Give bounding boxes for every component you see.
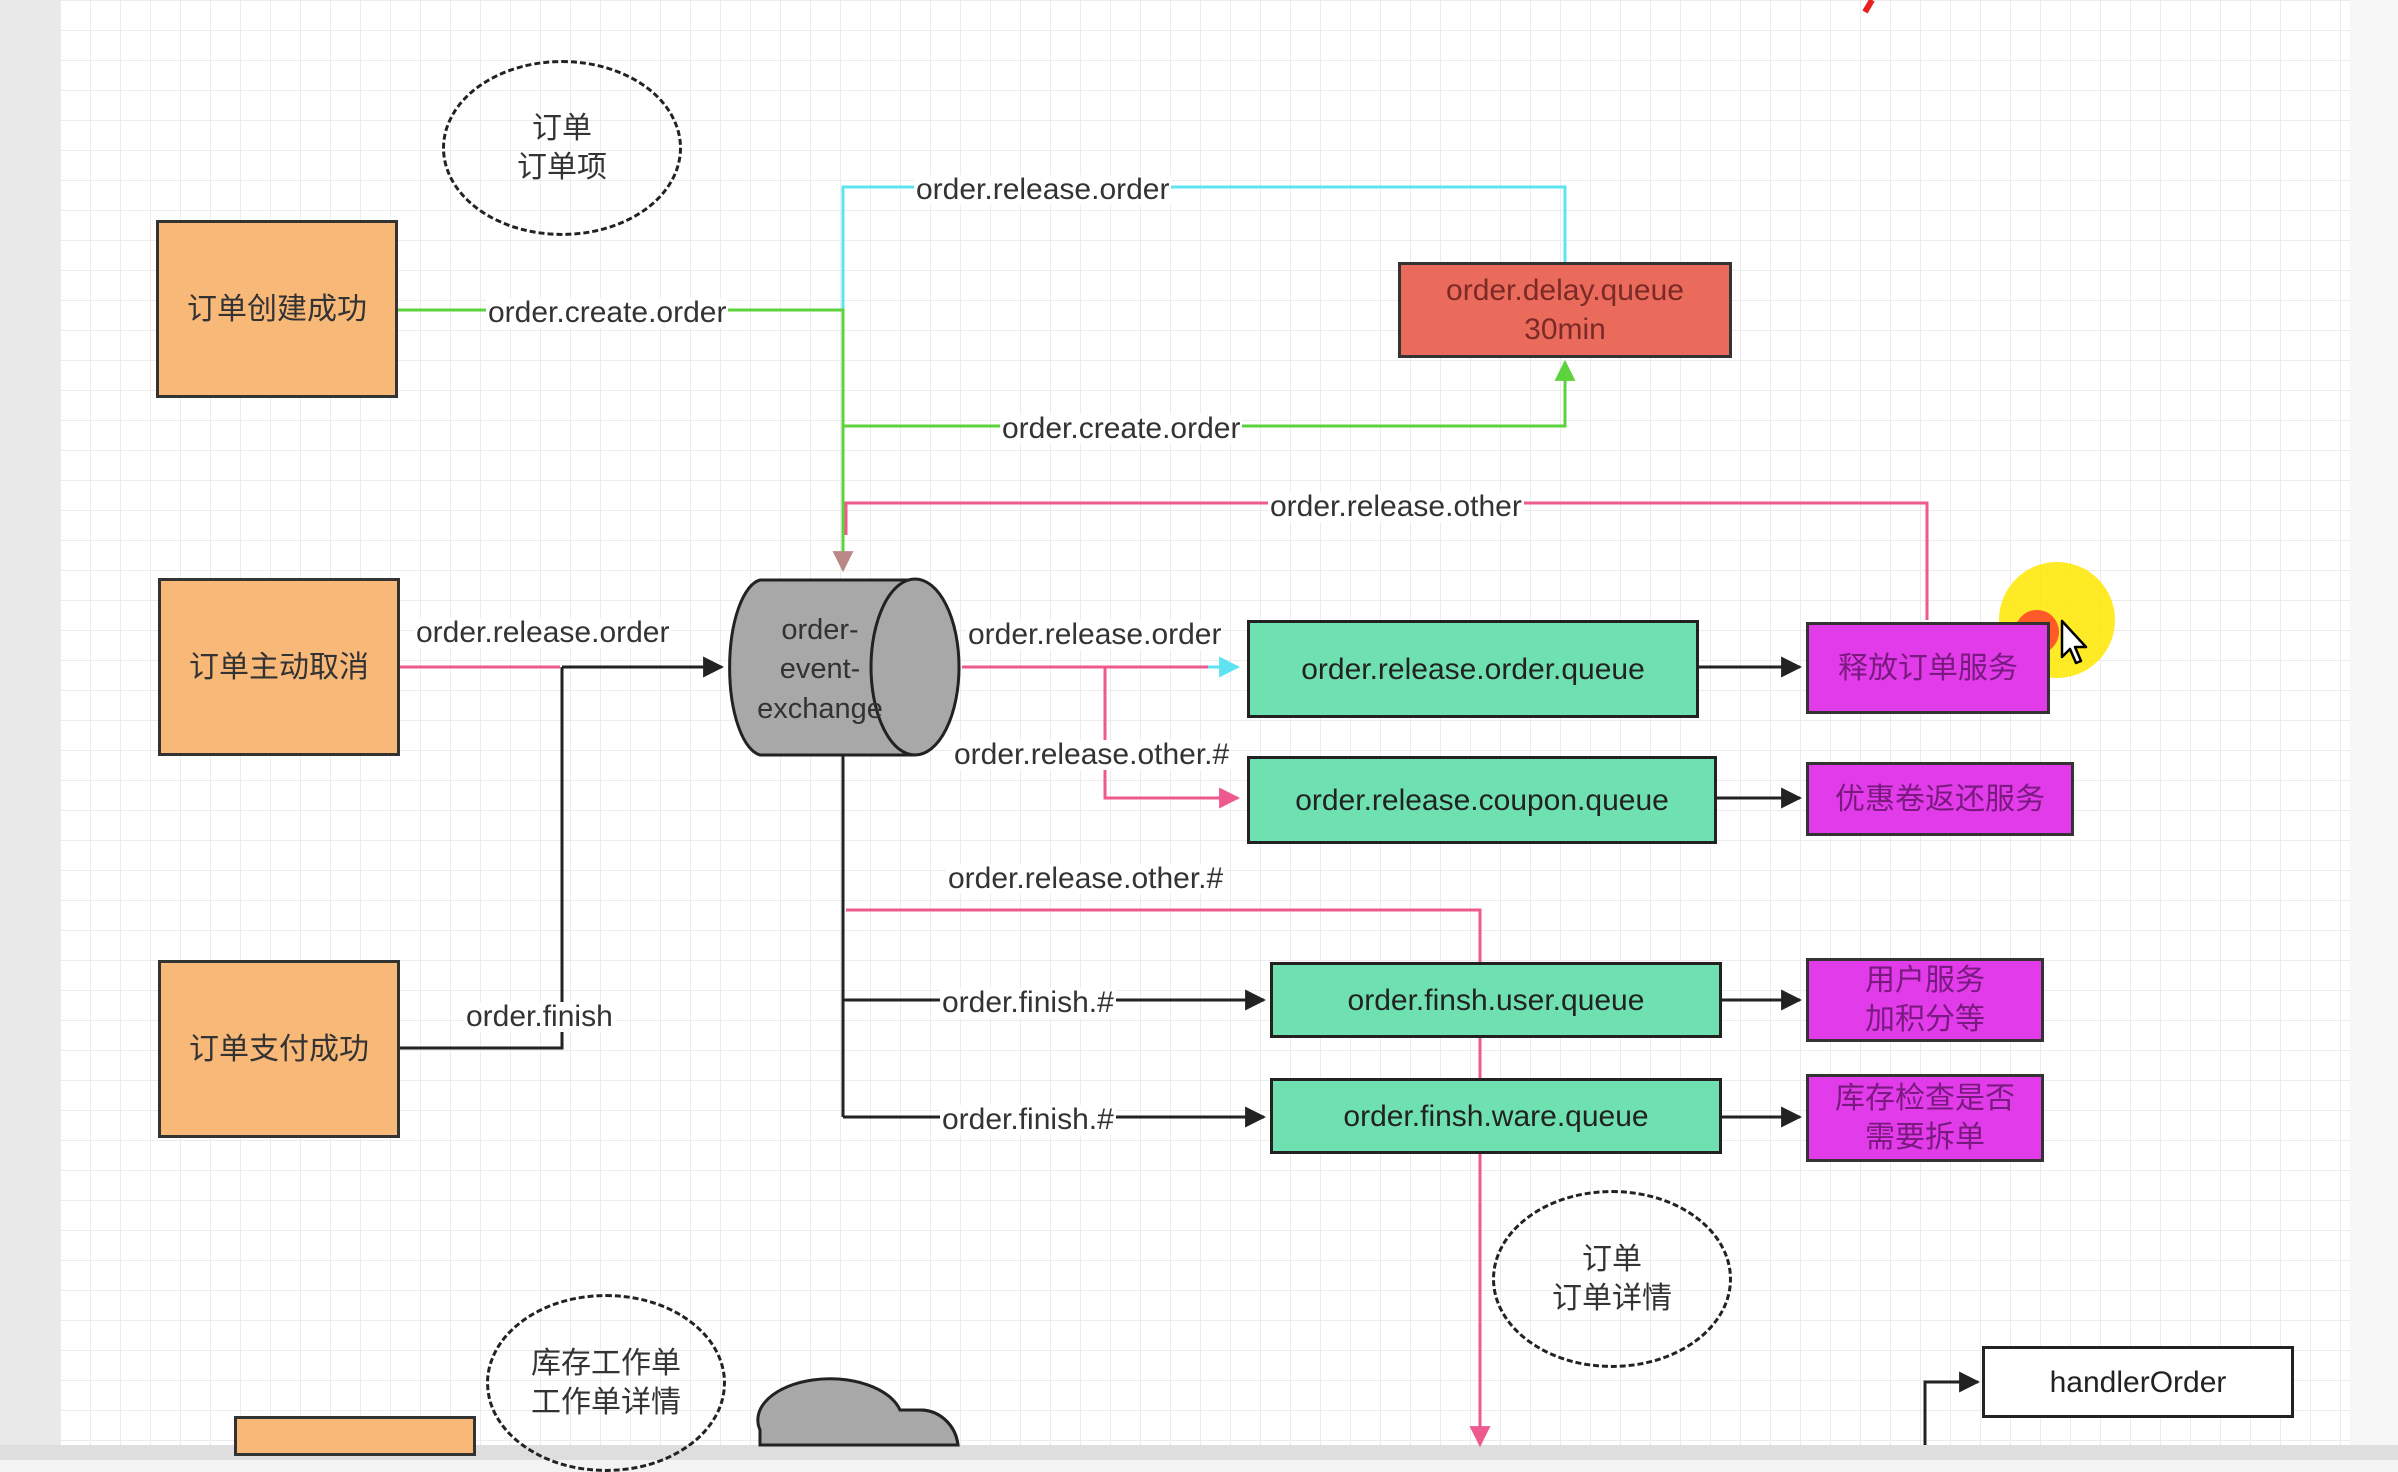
handler-order-node[interactable]: handlerOrder bbox=[1982, 1346, 2294, 1418]
exchange-label: order- event- exchange bbox=[757, 614, 883, 725]
label-finish-user: order.finish.# bbox=[940, 986, 1116, 1019]
note-stock-ticket: 库存工作单 工作单详情 bbox=[486, 1294, 726, 1472]
release-coupon-queue-node[interactable]: order.release.coupon.queue bbox=[1247, 756, 1717, 844]
label-create-order-delay: order.create.order bbox=[1000, 412, 1243, 445]
exchange-cylinder[interactable] bbox=[728, 577, 961, 757]
mouse-cursor-icon bbox=[2060, 619, 2088, 665]
bottom-cylinder[interactable] bbox=[756, 1377, 960, 1447]
edge-release-other-bottom bbox=[846, 908, 1491, 1448]
edge-finish-paid bbox=[400, 667, 564, 1050]
order-created-node[interactable]: 订单创建成功 bbox=[156, 220, 398, 398]
release-order-service-node[interactable]: 释放订单服务 bbox=[1806, 622, 2050, 714]
stock-check-service-node[interactable]: 库存检查是否 需要拆单 bbox=[1806, 1074, 2044, 1162]
label-create-order-left: order.create.order bbox=[486, 296, 729, 329]
coupon-return-service-node[interactable]: 优惠卷返还服务 bbox=[1806, 762, 2074, 836]
note-order-items: 订单 订单项 bbox=[442, 60, 682, 236]
label-release-order-top: order.release.order bbox=[914, 173, 1172, 206]
label-release-order-queue: order.release.order bbox=[966, 618, 1224, 651]
red-mark bbox=[1862, 0, 1875, 14]
user-service-node[interactable]: 用户服务 加积分等 bbox=[1806, 958, 2044, 1042]
edge-create-order-left bbox=[398, 308, 854, 573]
order-cancelled-node[interactable]: 订单主动取消 bbox=[158, 578, 400, 756]
order-paid-node[interactable]: 订单支付成功 bbox=[158, 960, 400, 1138]
note-order-details: 订单 订单详情 bbox=[1492, 1190, 1732, 1368]
bottom-orange-node[interactable] bbox=[234, 1416, 476, 1456]
label-finish-ware: order.finish.# bbox=[940, 1103, 1116, 1136]
delay-queue-node[interactable]: order.delay.queue 30min bbox=[1398, 262, 1732, 358]
grid-background bbox=[60, 0, 2350, 1445]
label-release-other-coupon: order.release.other.# bbox=[952, 738, 1232, 771]
edge-handler-order bbox=[1923, 1371, 1981, 1445]
finish-ware-queue-node[interactable]: order.finsh.ware.queue bbox=[1270, 1078, 1722, 1154]
release-order-queue-node[interactable]: order.release.order.queue bbox=[1247, 620, 1699, 718]
right-margin bbox=[2350, 0, 2398, 1460]
label-release-other-top: order.release.other bbox=[1268, 490, 1524, 523]
finish-user-queue-node[interactable]: order.finsh.user.queue bbox=[1270, 962, 1722, 1038]
left-margin bbox=[0, 0, 60, 1460]
label-finish-paid: order.finish bbox=[464, 1000, 615, 1033]
label-release-order-cancel: order.release.order bbox=[414, 616, 672, 649]
edge-release-order-top bbox=[841, 185, 1567, 535]
edge-release-coupon bbox=[1103, 667, 1241, 809]
label-release-other-bottom: order.release.other.# bbox=[946, 862, 1226, 895]
